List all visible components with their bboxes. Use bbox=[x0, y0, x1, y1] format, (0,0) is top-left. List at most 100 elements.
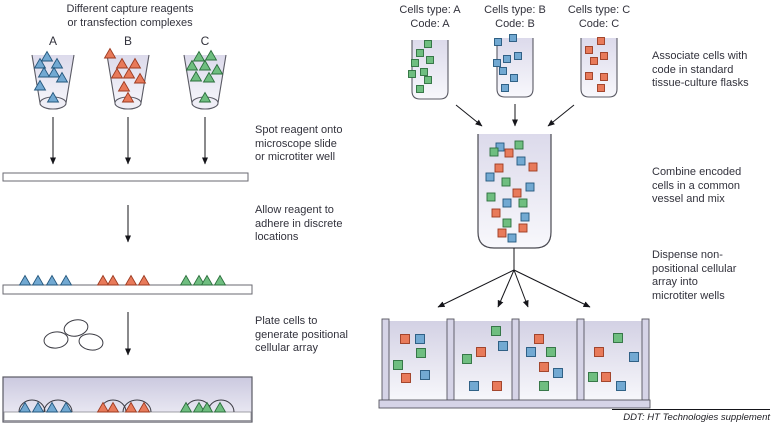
cell-square-red bbox=[476, 347, 486, 357]
cell-square-green bbox=[539, 381, 549, 391]
reagent-triangle-red bbox=[103, 47, 117, 59]
positional-plate bbox=[2, 376, 253, 423]
reagent-triangle-blue bbox=[37, 66, 51, 78]
cell-square-red bbox=[601, 372, 611, 382]
cell-square-green bbox=[416, 49, 424, 57]
cell-square-green bbox=[426, 56, 434, 64]
reagent-triangle-green bbox=[204, 49, 218, 61]
reagent-triangle-blue bbox=[55, 71, 69, 83]
cell-square-blue bbox=[493, 59, 501, 67]
flask-label-c: C bbox=[200, 34, 210, 48]
cell-square-red bbox=[400, 334, 410, 344]
cell-square-green bbox=[424, 76, 432, 84]
microscope-slide-spotted bbox=[2, 284, 253, 295]
cell-square-green bbox=[501, 177, 511, 187]
cell-square-red bbox=[534, 334, 544, 344]
cell-square-red bbox=[585, 72, 593, 80]
cell-square-blue bbox=[616, 381, 626, 391]
cell-square-green bbox=[491, 326, 501, 336]
cell-square-blue bbox=[502, 198, 512, 208]
cell-square-blue bbox=[510, 74, 518, 82]
plated-cells bbox=[43, 319, 104, 351]
cell-square-green bbox=[420, 68, 428, 76]
reagent-triangle-green bbox=[179, 401, 193, 413]
arrow-dispense-4 bbox=[513, 269, 591, 308]
reagent-triangle-green bbox=[200, 274, 214, 286]
flask-label-a: A bbox=[48, 34, 57, 48]
step-combine-cells: Combine encoded cells in a common vessel… bbox=[652, 166, 742, 205]
reagent-triangle-red bbox=[137, 274, 151, 286]
reagent-triangle-red bbox=[137, 401, 151, 413]
cell-square-red bbox=[504, 148, 514, 158]
microtiter-plate bbox=[378, 318, 651, 409]
reagent-triangle-green bbox=[179, 274, 193, 286]
reagent-triangle-blue bbox=[50, 57, 64, 69]
cell-square-blue bbox=[629, 352, 639, 362]
cell-square-blue bbox=[516, 156, 526, 166]
cell-square-green bbox=[416, 85, 424, 93]
source-credit: DDT: HT Technologies supplement bbox=[623, 412, 770, 423]
reagent-triangle-blue bbox=[31, 401, 45, 413]
arrow-dispense-2 bbox=[497, 269, 515, 308]
cell-square-green bbox=[546, 347, 556, 357]
reagent-triangle-red bbox=[117, 80, 131, 92]
reagent-triangle-blue bbox=[33, 79, 47, 91]
reagent-triangle-green bbox=[198, 59, 212, 71]
cell-square-green bbox=[408, 70, 416, 78]
reagent-triangle-red bbox=[122, 67, 136, 79]
reagent-triangle-red bbox=[106, 274, 120, 286]
cell-square-red bbox=[491, 208, 501, 218]
reagent-triangle-red bbox=[96, 401, 110, 413]
cell-square-red bbox=[600, 73, 608, 81]
cell-square-green bbox=[462, 354, 472, 364]
cell-square-blue bbox=[485, 172, 495, 182]
reagent-triangle-green bbox=[210, 63, 224, 75]
reagent-triangle-green bbox=[185, 59, 199, 71]
microscope-slide-blank bbox=[2, 172, 249, 182]
cell-square-blue bbox=[514, 52, 522, 60]
flask-label-b: B bbox=[123, 34, 132, 48]
cell-square-red bbox=[497, 228, 507, 238]
cell-square-green bbox=[416, 348, 426, 358]
reagent-triangle-red bbox=[124, 401, 138, 413]
cell-square-red bbox=[597, 84, 605, 92]
cell-square-green bbox=[502, 218, 512, 228]
cell-square-green bbox=[518, 198, 528, 208]
reagent-triangle-green bbox=[192, 401, 206, 413]
reagent-triangle-red bbox=[106, 401, 120, 413]
cell-square-green bbox=[514, 140, 524, 150]
cell-square-blue bbox=[499, 67, 507, 75]
cell-square-blue bbox=[469, 381, 479, 391]
arrow-combine-c bbox=[547, 104, 575, 127]
cell-square-blue bbox=[495, 142, 505, 152]
cell-dome bbox=[43, 399, 73, 413]
reagent-triangle-green bbox=[198, 91, 212, 103]
reagent-triangle-blue bbox=[18, 274, 32, 286]
reagent-triangle-red bbox=[133, 72, 147, 84]
cell-square-blue bbox=[498, 341, 508, 351]
cell-dome bbox=[122, 399, 152, 413]
step-allow-adhere: Allow reagent to adhere in discrete loca… bbox=[255, 204, 343, 243]
cells-label-b: Cells type: B Code: B bbox=[484, 4, 546, 30]
step-associate-cells: Associate cells with code in standard ti… bbox=[652, 50, 749, 89]
reagent-triangle-blue bbox=[59, 401, 73, 413]
cells-label-c: Cells type: C Code: C bbox=[567, 4, 631, 30]
reagent-triangle-green bbox=[200, 401, 214, 413]
reagent-triangle-red bbox=[128, 57, 142, 69]
cell-square-green bbox=[588, 372, 598, 382]
arrow-combine-a bbox=[455, 104, 483, 127]
reagent-triangle-blue bbox=[33, 57, 47, 69]
reagent-triangle-red bbox=[121, 91, 135, 103]
step-spot-reagent: Spot reagent onto microscope slide or mi… bbox=[255, 124, 343, 163]
cell-square-red bbox=[492, 381, 502, 391]
diagram-title: Different capture reagents or transfecti… bbox=[66, 3, 194, 29]
reagent-triangle-blue bbox=[18, 401, 32, 413]
cell-flask-b bbox=[496, 38, 534, 98]
reagent-triangle-blue bbox=[47, 66, 61, 78]
reagent-triangle-blue bbox=[40, 50, 54, 62]
cell-square-red bbox=[401, 373, 411, 383]
cell-square-red bbox=[494, 163, 504, 173]
flow-arrows bbox=[50, 104, 591, 356]
